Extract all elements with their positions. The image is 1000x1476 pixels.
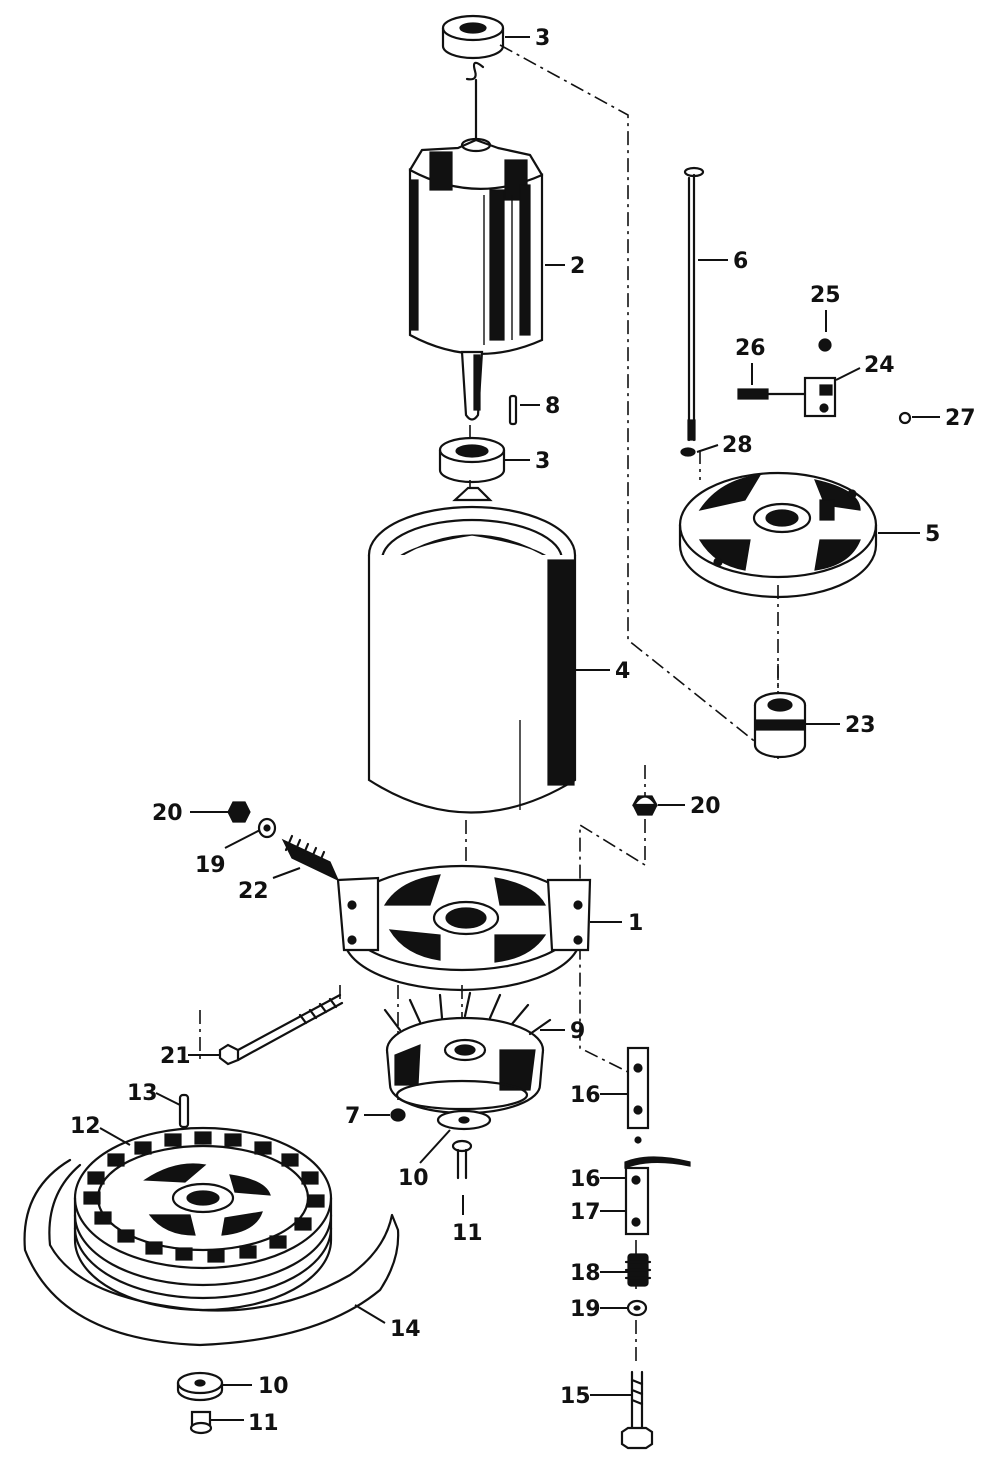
end-plate-part bbox=[678, 471, 878, 599]
bolt-15-part bbox=[620, 1370, 654, 1450]
callout-19: 19 bbox=[195, 853, 226, 878]
callout-25: 25 bbox=[810, 283, 841, 308]
leader-lines bbox=[99, 36, 940, 1421]
stator-housing-part bbox=[367, 486, 577, 814]
callout-20: 20 bbox=[690, 794, 721, 819]
callout-8: 8 bbox=[545, 394, 560, 419]
callout-3: 3 bbox=[535, 26, 550, 51]
bushing-part bbox=[753, 691, 807, 759]
callout-17: 17 bbox=[570, 1200, 601, 1225]
callout-6: 6 bbox=[733, 249, 748, 274]
callout-3: 3 bbox=[535, 449, 550, 474]
brush-holder-part bbox=[737, 338, 912, 425]
callout-15: 15 bbox=[560, 1384, 591, 1409]
callout-18: 18 bbox=[570, 1261, 601, 1286]
callout-16: 16 bbox=[570, 1167, 601, 1192]
small-nut-part bbox=[390, 1108, 406, 1122]
lower-bearing-part bbox=[438, 436, 506, 484]
key-part bbox=[508, 394, 518, 426]
washer-19-part bbox=[626, 1299, 648, 1317]
through-bolt-part bbox=[683, 166, 705, 442]
callout-20: 20 bbox=[152, 801, 183, 826]
callout-1: 1 bbox=[628, 911, 643, 936]
fan-part bbox=[383, 991, 552, 1115]
callout-23: 23 bbox=[845, 713, 876, 738]
washer-screw-bottom bbox=[176, 1371, 224, 1435]
callout-13: 13 bbox=[127, 1081, 158, 1106]
spring-18-part bbox=[624, 1253, 652, 1287]
nut-washer-spring-left bbox=[227, 801, 340, 882]
armature-part bbox=[408, 78, 544, 421]
cap-nut-right-part bbox=[631, 795, 659, 816]
callout-7: 7 bbox=[345, 1104, 360, 1129]
stator-core-part bbox=[73, 1126, 333, 1312]
pin-part bbox=[178, 1093, 190, 1129]
callout-27: 27 bbox=[945, 406, 976, 431]
callout-16: 16 bbox=[570, 1083, 601, 1108]
callout-10: 10 bbox=[258, 1374, 289, 1399]
callout-24: 24 bbox=[864, 353, 895, 378]
callout-12: 12 bbox=[70, 1114, 101, 1139]
frame-base-part bbox=[336, 864, 592, 992]
callout-14: 14 bbox=[390, 1317, 421, 1342]
callout-19: 19 bbox=[570, 1297, 601, 1322]
top-bearing-part bbox=[441, 14, 505, 81]
callout-10: 10 bbox=[398, 1166, 429, 1191]
callout-22: 22 bbox=[238, 879, 269, 904]
callout-21: 21 bbox=[160, 1044, 191, 1069]
washer-28-part bbox=[680, 447, 696, 457]
strap-upper-part bbox=[626, 1046, 650, 1144]
callout-26: 26 bbox=[735, 336, 766, 361]
insulation-band-part bbox=[23, 1158, 400, 1347]
callout-28: 28 bbox=[722, 433, 753, 458]
callout-11: 11 bbox=[452, 1221, 483, 1246]
callout-4: 4 bbox=[615, 659, 630, 684]
long-bolt-part bbox=[218, 993, 344, 1066]
callout-labels: 3 2 6 25 26 24 8 27 28 3 5 4 23 20 20 19… bbox=[70, 26, 976, 1436]
strap-lower-part bbox=[624, 1156, 691, 1236]
callout-9: 9 bbox=[570, 1019, 585, 1044]
washer-screw-middle bbox=[436, 1109, 492, 1180]
callout-5: 5 bbox=[925, 522, 940, 547]
callout-11: 11 bbox=[248, 1411, 279, 1436]
callout-2: 2 bbox=[570, 254, 585, 279]
